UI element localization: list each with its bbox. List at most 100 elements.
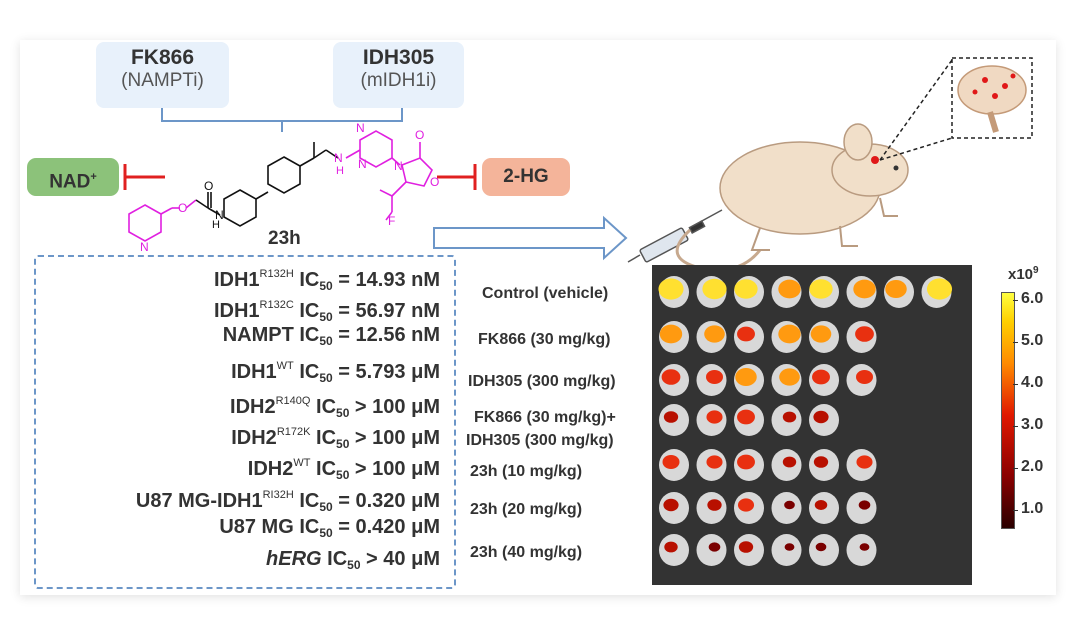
colorbar-tick-label: 2.0 (1021, 458, 1044, 476)
colorbar-tick-label: 1.0 (1021, 500, 1044, 518)
bioluminescence-signal (856, 370, 873, 384)
bioluminescence-signal (737, 498, 755, 512)
treatment-label: 23h (10 mg/kg) (470, 463, 583, 480)
compound-label: 23h (268, 228, 301, 249)
bioluminescence-signal (885, 280, 907, 298)
bioluminescence-signal (708, 542, 721, 552)
nad-label: NAD (49, 171, 91, 193)
treatment-label: 23h (40 mg/kg) (470, 544, 583, 561)
treatment-label: Control (vehicle) (482, 285, 609, 302)
molecule-23h (128, 130, 433, 242)
activity-ic-label: IC (293, 269, 320, 291)
activity-row: IDH1R132C IC50 = 56.97 nM (214, 293, 440, 329)
bioluminescence-signal (662, 455, 680, 469)
nad-charge: + (90, 171, 97, 183)
activity-mutation: R172K (276, 426, 311, 438)
colorbar-tick (1013, 510, 1018, 512)
bioluminescence-signal (737, 326, 755, 342)
bioluminescence-signal (813, 456, 829, 468)
colorbar-tick-label: 5.0 (1021, 332, 1044, 350)
bioluminescence-signal (784, 543, 795, 551)
activity-ic-label: IC (293, 490, 320, 512)
activity-value: > 100 μM (349, 427, 440, 449)
bioluminescence-signal (782, 411, 797, 423)
atom-o-ether: O (178, 201, 187, 215)
activity-mutation: RI32H (262, 489, 294, 501)
bioluminescence-signal (810, 325, 832, 343)
colorbar-exponent: x109 (1008, 265, 1039, 283)
activity-mutation: R140Q (275, 395, 311, 407)
activity-target: hERG (266, 548, 322, 570)
activity-ic-sub: 50 (347, 558, 361, 572)
colorbar-tick (1013, 426, 1018, 428)
activity-ic-sub: 50 (319, 371, 333, 385)
activity-ic-label: IC (293, 300, 320, 322)
activity-row: IDH2R140Q IC50 > 100 μM (230, 389, 440, 425)
activity-row: hERG IC50 > 40 μM (266, 547, 440, 577)
activity-ic-label: IC (310, 396, 337, 418)
bioluminescence-signal (737, 454, 755, 470)
fk866-name: FK866 (130, 46, 195, 69)
brain-inset (879, 57, 1033, 161)
bioluminescence-signal (659, 324, 683, 344)
activity-target: IDH2 (231, 427, 277, 449)
imaging-panel (652, 265, 972, 585)
bioluminescence-signal (853, 279, 876, 299)
activity-target: IDH1 (213, 269, 260, 291)
activity-value: > 100 μM (349, 458, 440, 480)
treatment-label: FK866 (30 mg/kg) (478, 331, 611, 348)
bioluminescence-signal (658, 278, 684, 300)
colorbar-power: 9 (1033, 265, 1039, 276)
treatment-label: IDH305 (300 mg/kg) (466, 432, 614, 449)
inhibit-nad (123, 164, 165, 190)
activity-ic-sub: 50 (319, 334, 333, 348)
bioluminescence-signal (737, 409, 755, 425)
nad-pill: NAD+ (27, 158, 119, 196)
bioluminescence-signal (702, 278, 727, 300)
activity-row: U87 MG-IDH1RI32H IC50 = 0.320 μM (136, 483, 440, 519)
idh305-target: (mIDH1i) (360, 70, 437, 91)
activity-target: U87 MG-IDH1 (135, 490, 263, 512)
colorbar-base: x10 (1008, 266, 1034, 283)
atom-o-oxazolidinone: O (415, 128, 424, 142)
activity-target: U87 MG (219, 516, 294, 538)
activity-ic-label: IC (293, 324, 320, 346)
activity-ic-label: IC (293, 516, 320, 538)
colorbar (1001, 292, 1015, 529)
activity-ic-sub: 50 (319, 310, 333, 324)
activity-value: = 5.793 μM (332, 361, 440, 383)
activity-target: IDH1 (213, 300, 260, 322)
bioluminescence-signal (661, 369, 681, 385)
atom-n-pyrimidine-1: N (356, 121, 365, 135)
atom-f: F (388, 214, 395, 228)
bioluminescence-signal (926, 278, 953, 300)
colorbar-tick (1013, 342, 1018, 344)
idh305-name: IDH305 (362, 46, 435, 69)
drug-bracket (161, 108, 403, 132)
bioluminescence-signal (706, 410, 723, 424)
bioluminescence-signal (784, 500, 795, 510)
idh305-box: IDH305 (mIDH1i) (333, 42, 464, 108)
bioluminescence-signal (813, 410, 829, 424)
activity-value: = 0.420 μM (332, 516, 440, 538)
atom-h-amine: H (336, 165, 344, 177)
activity-ic-sub: 50 (336, 406, 350, 420)
bioluminescence-signal (855, 326, 874, 342)
activity-value: = 56.97 nM (332, 300, 440, 322)
atom-o-ring: O (430, 175, 439, 189)
syringe-icon (627, 209, 723, 263)
activity-value: = 12.56 nM (332, 324, 440, 346)
activity-ic-sub: 50 (319, 279, 333, 293)
bioluminescence-signal (815, 542, 827, 552)
bioluminescence-signal (814, 500, 828, 510)
activity-ic-label: IC (293, 361, 320, 383)
colorbar-tick-label: 4.0 (1021, 374, 1044, 392)
bioluminescence-signal (706, 370, 723, 384)
activity-row: IDH2R172K IC50 > 100 μM (231, 420, 440, 456)
activity-target: IDH1 (231, 361, 277, 383)
activity-target: NAMPT (222, 324, 294, 346)
bioluminescence-signal (859, 543, 870, 551)
colorbar-tick (1013, 468, 1018, 470)
activity-ic-sub: 50 (319, 500, 333, 514)
inhibit-2hg (437, 164, 477, 190)
